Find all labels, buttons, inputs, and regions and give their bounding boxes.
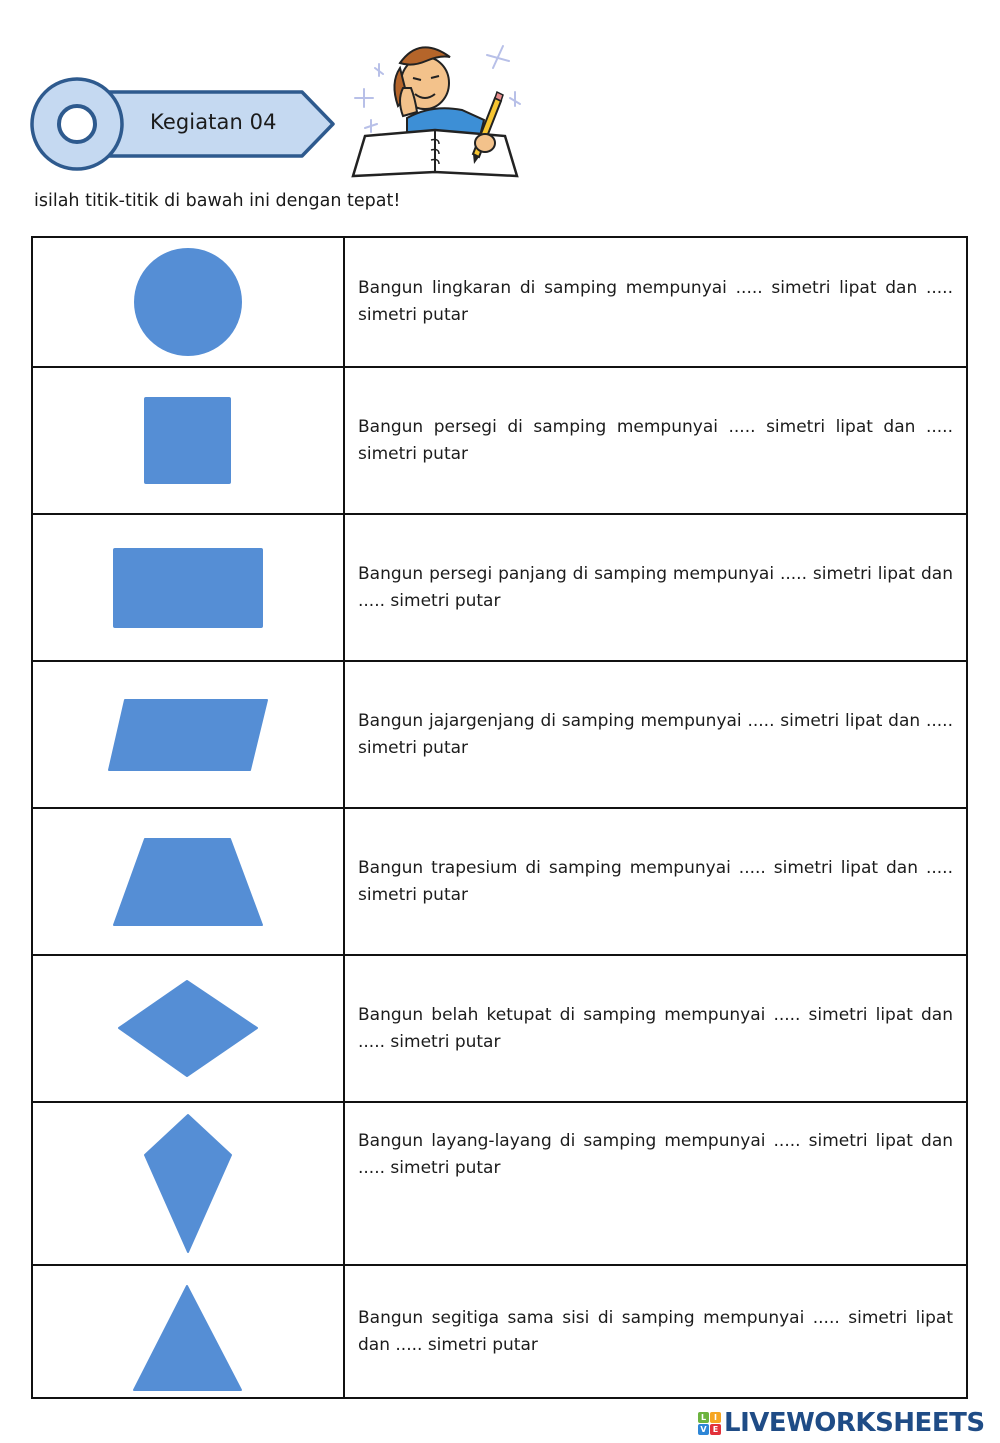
question-text: Bangun persegi di samping mempunyai ....… (358, 416, 953, 464)
shape-cell (31, 807, 345, 956)
shape-cell (31, 366, 345, 515)
activity-title: Kegiatan 04 (150, 110, 277, 134)
circle-shape-icon (134, 248, 242, 356)
table-row: Bangun lingkaran di samping mempunyai ..… (31, 236, 968, 368)
shape-cell (31, 513, 345, 662)
activity-badge: Kegiatan 04 (30, 76, 340, 172)
parallelogram-shape-icon (108, 698, 268, 771)
square-shape-icon (144, 396, 231, 484)
trapezoid-shape-icon (113, 837, 263, 926)
question-cell: Bangun layang-layang di samping mempunya… (343, 1101, 968, 1266)
rhombus-shape-icon (118, 979, 258, 1077)
instruction-text: isilah titik-titik di bawah ini dengan t… (34, 191, 401, 211)
triangle-shape-icon (133, 1284, 242, 1391)
badge-arrow-shape (30, 77, 335, 171)
question-cell: Bangun trapesium di samping mempunyai ..… (343, 807, 968, 956)
question-text: Bangun jajargenjang di samping mempunyai… (358, 710, 953, 758)
student-writing-clipart (345, 28, 530, 183)
table-row: Bangun layang-layang di samping mempunya… (31, 1101, 968, 1266)
table-row: Bangun trapesium di samping mempunyai ..… (31, 807, 968, 956)
shape-cell (31, 660, 345, 809)
kite-shape-icon (144, 1113, 232, 1253)
answer-blank-lipat[interactable]: ..... (747, 710, 775, 731)
answer-blank-putar[interactable]: ..... (925, 278, 953, 298)
question-text: Bangun segitiga sama sisi di samping mem… (358, 1307, 953, 1355)
answer-blank-putar[interactable]: ..... (358, 1157, 386, 1178)
question-text: Bangun belah ketupat di samping mempunya… (358, 1004, 954, 1052)
question-cell: Bangun persegi panjang di samping mempun… (343, 513, 968, 662)
shape-cell (31, 236, 345, 368)
answer-blank-lipat[interactable]: ..... (728, 416, 756, 437)
answer-blank-putar[interactable]: ..... (395, 1334, 423, 1355)
shape-cell (31, 1101, 345, 1266)
answer-blank-putar[interactable]: ..... (925, 710, 953, 731)
question-cell: Bangun segitiga sama sisi di samping mem… (343, 1264, 968, 1399)
answer-blank-lipat[interactable]: ..... (779, 563, 807, 584)
table-row: Bangun jajargenjang di samping mempunyai… (31, 660, 968, 809)
answer-blank-lipat[interactable]: ..... (735, 278, 763, 298)
answer-blank-lipat[interactable]: ..... (812, 1307, 840, 1328)
question-cell: Bangun persegi di samping mempunyai ....… (343, 366, 968, 515)
question-text: Bangun layang-layang di samping mempunya… (358, 1130, 954, 1178)
answer-blank-putar[interactable]: ..... (358, 590, 386, 611)
table-row: Bangun segitiga sama sisi di samping mem… (31, 1264, 968, 1399)
question-cell: Bangun lingkaran di samping mempunyai ..… (343, 236, 968, 368)
question-text: Bangun persegi panjang di samping mempun… (358, 563, 953, 611)
worksheet-table: Bangun lingkaran di samping mempunyai ..… (31, 236, 968, 1399)
shape-cell (31, 954, 345, 1103)
answer-blank-putar[interactable]: ..... (925, 416, 953, 437)
question-cell: Bangun belah ketupat di samping mempunya… (343, 954, 968, 1103)
answer-blank-putar[interactable]: ..... (358, 1031, 386, 1052)
question-text: Bangun trapesium di samping mempunyai ..… (358, 857, 953, 905)
answer-blank-putar[interactable]: ..... (925, 857, 953, 878)
answer-blank-lipat[interactable]: ..... (773, 1004, 801, 1025)
rectangle-shape-icon (113, 547, 263, 628)
shape-cell (31, 1264, 345, 1399)
liveworksheets-logo[interactable]: L I V E LIVEWORKSHEETS (698, 1408, 985, 1438)
question-cell: Bangun jajargenjang di samping mempunyai… (343, 660, 968, 809)
table-row: Bangun belah ketupat di samping mempunya… (31, 954, 968, 1103)
question-text: Bangun lingkaran di samping mempunyai ..… (358, 278, 953, 325)
live-blocks-icon: L I V E (698, 1411, 721, 1435)
table-row: Bangun persegi panjang di samping mempun… (31, 513, 968, 662)
table-row: Bangun persegi di samping mempunyai ....… (31, 366, 968, 515)
logo-wordmark: LIVEWORKSHEETS (724, 1408, 985, 1438)
answer-blank-lipat[interactable]: ..... (773, 1130, 801, 1151)
answer-blank-lipat[interactable]: ..... (738, 857, 766, 878)
